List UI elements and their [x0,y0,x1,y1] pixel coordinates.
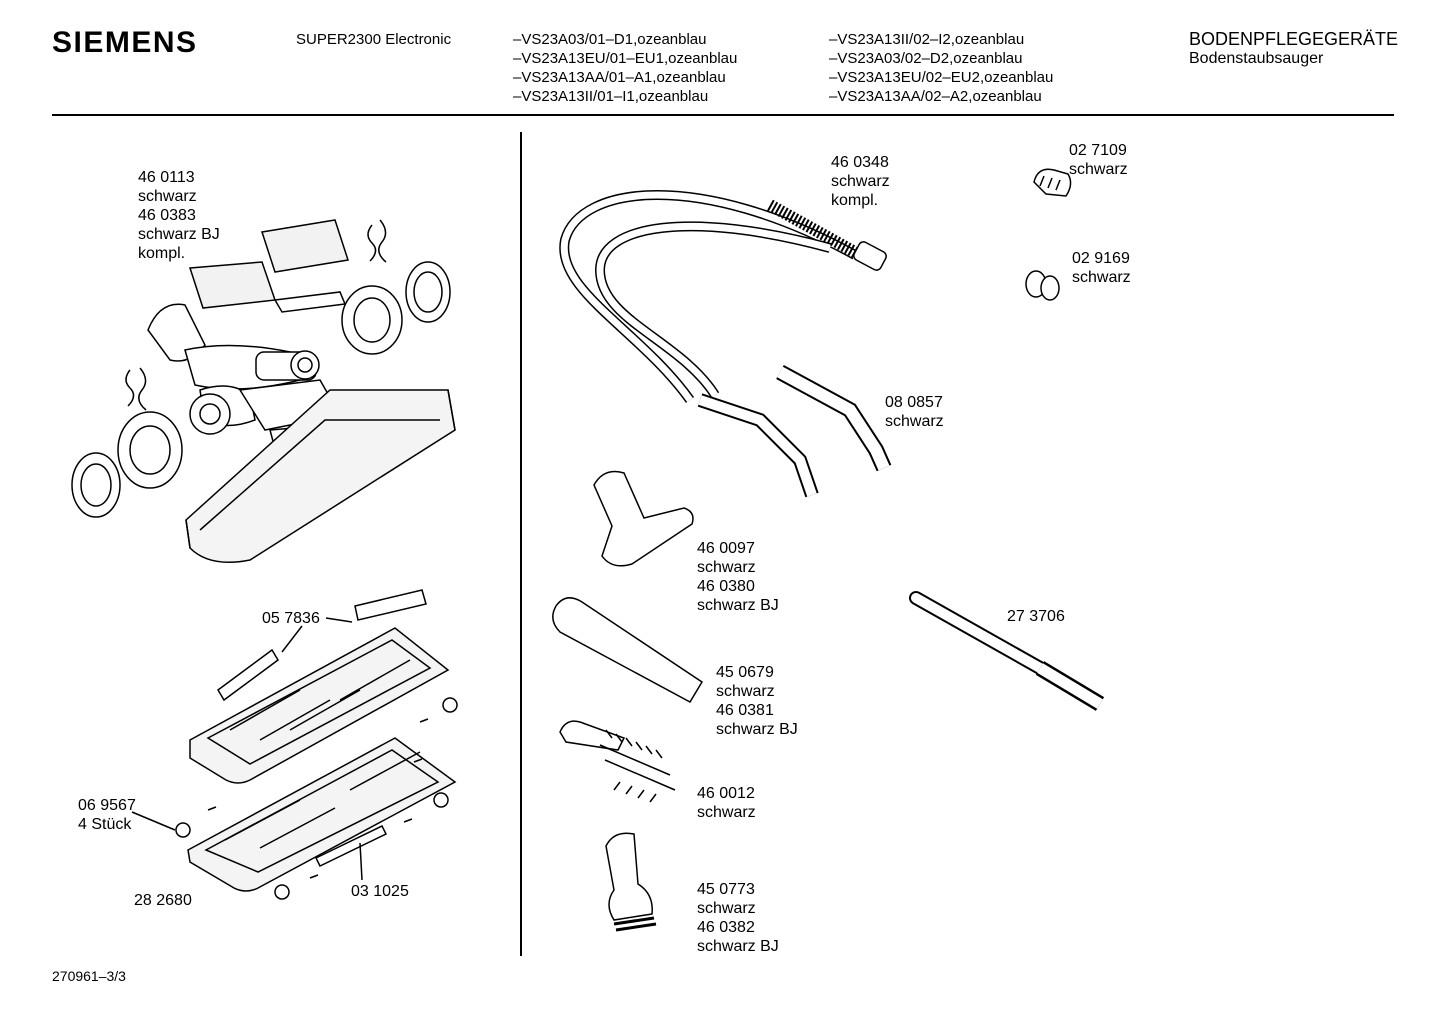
part-label-brush-strip: 46 0012 schwarz [697,785,756,821]
header-divider [52,114,1394,116]
part-label-282680: 28 2680 [134,892,192,909]
model-name: SUPER2300 Electronic [296,31,452,48]
column-divider [520,132,522,956]
part-label-080857: 08 0857 schwarz [885,394,944,430]
part-label-crevice-tool: 45 0679 schwarz 46 0381 schwarz BJ [716,664,798,738]
brand-logo: SIEMENS [52,26,198,59]
nozzle-base-drawing [131,589,458,900]
part-label-hose: 46 0348 schwarz kompl. [831,154,890,209]
crevice-tool-drawing [552,597,704,703]
part-label-floor-nozzle: 46 0113 schwarz 46 0383 schwarz BJ kompl… [138,169,220,262]
part-label-031025: 03 1025 [351,883,409,900]
part-label-dusting-brush: 45 0773 schwarz 46 0382 schwarz BJ [697,881,779,955]
part-label-069567: 06 9567 4 Stück [78,797,136,833]
extension-tube-drawing [909,591,1105,711]
variant-list-2: –VS23A13II/02–I2,ozeanblau –VS23A03/02–D… [829,31,1054,105]
part-label-273706: 27 3706 [1007,608,1065,625]
clip-drawing [1033,168,1072,197]
part-label-027109: 02 7109 schwarz [1069,142,1128,178]
handle-tube-drawing [776,364,892,472]
floor-nozzle-drawing [71,219,456,563]
part-label-upholstery-tool: 46 0097 schwarz 46 0380 schwarz BJ [697,540,779,614]
cap-drawing [1025,270,1060,301]
dusting-brush-drawing [605,832,657,932]
part-label-029169: 02 9169 schwarz [1072,250,1131,286]
brush-strip-drawing [559,720,676,803]
category-title: BODENPFLEGEGERÄTE Bodenstaubsauger [1189,29,1399,68]
page-footer: 270961–3/3 [52,968,126,984]
variant-list-1: –VS23A03/01–D1,ozeanblau –VS23A13EU/01–E… [513,31,738,105]
upholstery-tool-drawing [593,470,694,567]
hose-drawing [559,190,887,498]
part-label-057836: 05 7836 [262,610,320,627]
